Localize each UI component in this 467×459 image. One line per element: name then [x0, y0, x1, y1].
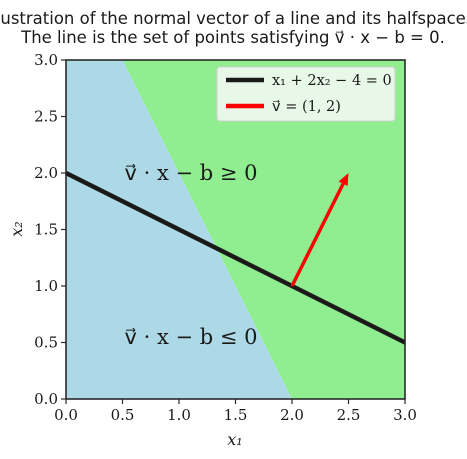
- normal-vector-arrowhead: [338, 173, 349, 186]
- chart-title-line-2: The line is the set of points satisfying…: [20, 28, 445, 47]
- y-tick-label: 3.0: [34, 51, 58, 69]
- region-label-positive: v⃗ · x − b ≥ 0: [125, 161, 258, 185]
- x-tick-label: 1.5: [224, 406, 248, 424]
- x-tick-label: 0.5: [111, 406, 135, 424]
- positive-halfspace-region: [122, 60, 405, 399]
- y-tick-label: 1.0: [34, 277, 58, 295]
- x-tick-label: 0.0: [54, 406, 78, 424]
- plot-area: v⃗ · x − b ≥ 0 v⃗ · x − b ≤ 0: [64, 59, 407, 400]
- y-axis-label: x₂: [7, 221, 26, 236]
- y-tick-label: 0.0: [34, 390, 58, 408]
- y-tick-label: 0.5: [34, 334, 58, 352]
- region-label-negative: v⃗ · x − b ≤ 0: [125, 325, 258, 349]
- x-tick-label: 3.0: [393, 406, 417, 424]
- region-labels: v⃗ · x − b ≥ 0 v⃗ · x − b ≤ 0: [125, 161, 258, 349]
- y-axis-ticks: 0.0 0.5 1.0 1.5 2.0 2.5 3.0: [34, 51, 66, 408]
- x-axis-ticks: 0.0 0.5 1.0 1.5 2.0 2.5 3.0: [54, 399, 417, 424]
- legend-entry-line: x₁ + 2x₂ − 4 = 0: [272, 73, 392, 89]
- x-tick-label: 2.5: [337, 406, 361, 424]
- legend: x₁ + 2x₂ − 4 = 0 v⃗ = (1, 2): [216, 66, 396, 122]
- x-axis-label: x₁: [227, 430, 242, 449]
- series-layer: [64, 170, 407, 345]
- boundary-line: [64, 170, 407, 345]
- chart-title-line-1: Illustration of the normal vector of a l…: [0, 9, 467, 28]
- y-tick-label: 2.0: [34, 164, 58, 182]
- y-tick-label: 2.5: [34, 108, 58, 126]
- y-tick-label: 1.5: [34, 221, 58, 239]
- normal-vector-shaft: [290, 182, 345, 287]
- x-tick-label: 2.0: [280, 406, 304, 424]
- x-tick-label: 1.0: [167, 406, 191, 424]
- legend-entry-vector: v⃗ = (1, 2): [272, 99, 341, 115]
